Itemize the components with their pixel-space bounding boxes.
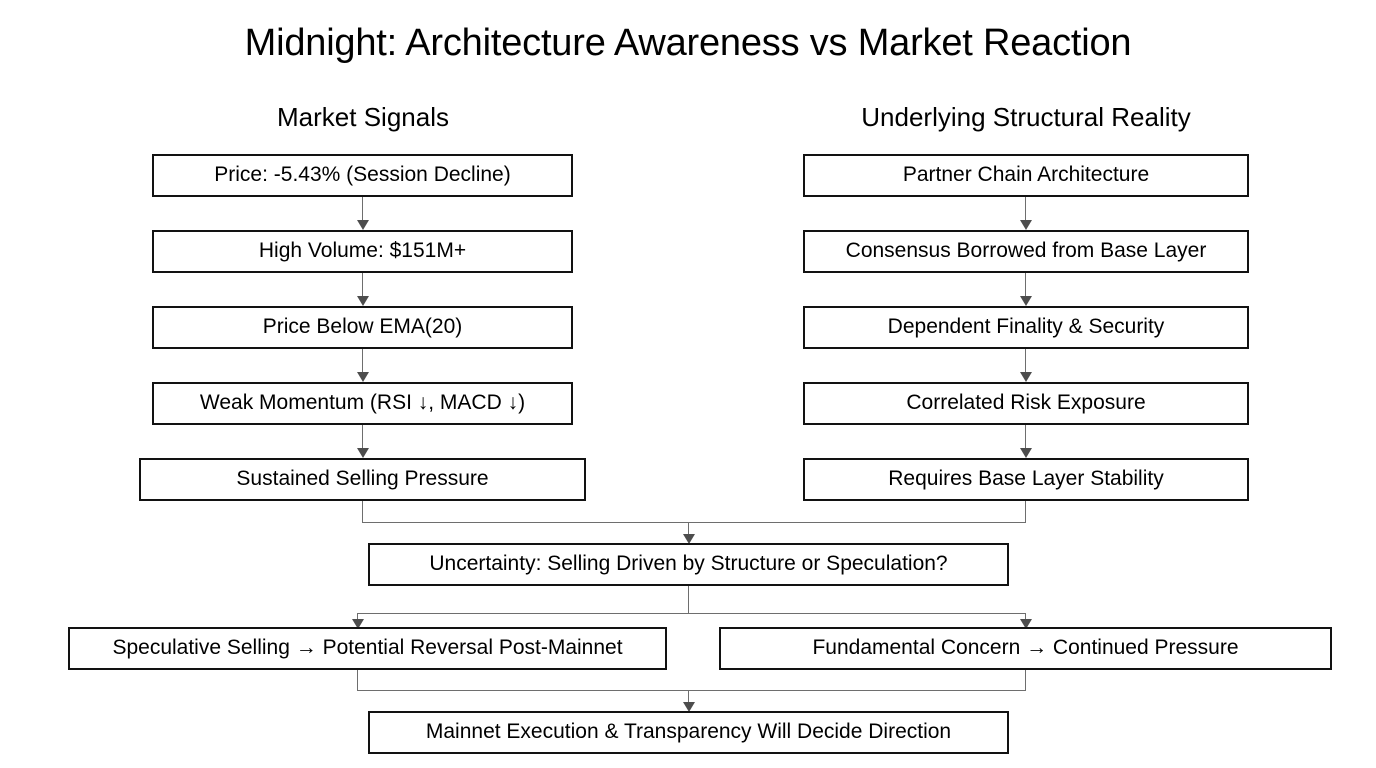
- connector-merge-left-drop: [362, 501, 363, 523]
- node-right-base-layer-stability[interactable]: Requires Base Layer Stability: [803, 458, 1249, 501]
- connector-final-left-drop: [357, 670, 358, 691]
- connector-final-bar: [357, 690, 1026, 691]
- arrowhead-right-4: [1020, 448, 1032, 458]
- arrowhead-final: [683, 702, 695, 712]
- arrowhead-right-2: [1020, 296, 1032, 306]
- connector-left-4: [362, 425, 363, 451]
- connector-merge-stem: [688, 522, 689, 538]
- connector-final-stem: [688, 690, 689, 706]
- connector-split-left-drop: [357, 613, 358, 624]
- connector-split-right-drop: [1025, 613, 1026, 624]
- node-right-partner-chain[interactable]: Partner Chain Architecture: [803, 154, 1249, 197]
- connector-right-2: [1025, 273, 1026, 299]
- node-left-price[interactable]: Price: -5.43% (Session Decline): [152, 154, 573, 197]
- node-left-ema[interactable]: Price Below EMA(20): [152, 306, 573, 349]
- node-left-volume[interactable]: High Volume: $151M+: [152, 230, 573, 273]
- column-header-market-signals: Market Signals: [277, 102, 449, 132]
- arrowhead-left-3: [357, 372, 369, 382]
- node-conclusion[interactable]: Mainnet Execution & Transparency Will De…: [368, 711, 1009, 754]
- arrowhead-left-4: [357, 448, 369, 458]
- connector-left-2: [362, 273, 363, 299]
- arrowhead-left-2: [357, 296, 369, 306]
- connector-left-3: [362, 349, 363, 375]
- node-branch-fundamental-concern[interactable]: Fundamental Concern → Continued Pressure: [719, 627, 1332, 670]
- node-left-selling-pressure[interactable]: Sustained Selling Pressure: [139, 458, 586, 501]
- connector-merge-bar: [362, 522, 1026, 523]
- node-right-finality[interactable]: Dependent Finality & Security: [803, 306, 1249, 349]
- column-header-structural-reality: Underlying Structural Reality: [861, 102, 1191, 132]
- page-title: Midnight: Architecture Awareness vs Mark…: [244, 22, 1132, 64]
- node-left-momentum[interactable]: Weak Momentum (RSI ↓, MACD ↓): [152, 382, 573, 425]
- node-right-consensus[interactable]: Consensus Borrowed from Base Layer: [803, 230, 1249, 273]
- connector-right-1: [1025, 197, 1026, 223]
- arrowhead-right-3: [1020, 372, 1032, 382]
- node-uncertainty[interactable]: Uncertainty: Selling Driven by Structure…: [368, 543, 1009, 586]
- connector-split-stem: [688, 586, 689, 613]
- connector-right-4: [1025, 425, 1026, 451]
- node-right-correlated-risk[interactable]: Correlated Risk Exposure: [803, 382, 1249, 425]
- connector-split-bar: [357, 613, 1025, 614]
- connector-merge-right-drop: [1025, 501, 1026, 523]
- arrowhead-split-right: [1020, 619, 1032, 629]
- connector-final-right-drop: [1025, 670, 1026, 691]
- arrowhead-merge: [683, 534, 695, 544]
- arrowhead-left-1: [357, 220, 369, 230]
- arrowhead-split-left: [352, 619, 364, 629]
- node-branch-speculative-selling[interactable]: Speculative Selling → Potential Reversal…: [68, 627, 667, 670]
- connector-left-1: [362, 197, 363, 223]
- arrowhead-right-1: [1020, 220, 1032, 230]
- connector-right-3: [1025, 349, 1026, 375]
